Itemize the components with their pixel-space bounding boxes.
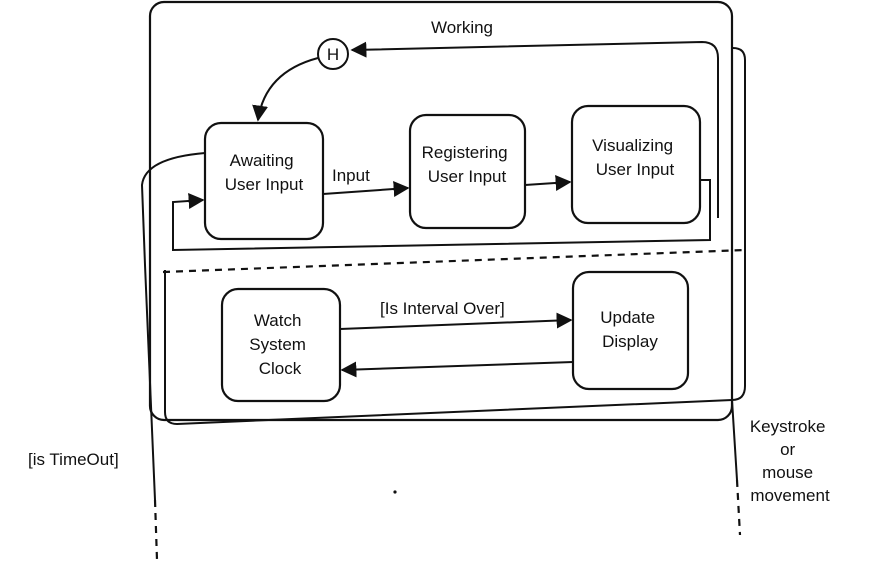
working-label: Working bbox=[431, 18, 493, 37]
update-line-1: Update bbox=[600, 308, 655, 327]
registering-line-1: Registering bbox=[422, 143, 508, 162]
keystroke-dashed-tail bbox=[735, 479, 742, 536]
interval-over-arrow bbox=[339, 312, 573, 330]
timeout-exit-line bbox=[140, 152, 206, 501]
history-marker-label: H bbox=[327, 45, 339, 64]
registering-to-visualizing-arrow bbox=[524, 174, 572, 191]
region-separator bbox=[162, 248, 746, 274]
visualizing-line-1: Visualizing bbox=[592, 136, 673, 155]
state-watch-system-clock bbox=[220, 287, 342, 403]
update-line-2: Display bbox=[602, 332, 658, 351]
state-awaiting-user-input bbox=[203, 121, 325, 241]
inner-frame bbox=[164, 47, 746, 426]
watch-line-1: Watch bbox=[254, 311, 302, 330]
state-update-display-label: Update Display bbox=[600, 308, 660, 351]
keystroke-line-4: movement bbox=[750, 486, 830, 505]
state-watch-clock-label: Watch System Clock bbox=[249, 311, 310, 378]
keystroke-label: Keystroke or mouse movement bbox=[750, 417, 830, 505]
state-update-display bbox=[571, 270, 690, 391]
watch-line-3: Clock bbox=[259, 359, 302, 378]
timeout-label: [is TimeOut] bbox=[28, 450, 119, 469]
interval-over-label: [Is Interval Over] bbox=[380, 299, 505, 318]
visualizing-to-awaiting-loop bbox=[172, 179, 711, 252]
state-awaiting-label: Awaiting User Input bbox=[225, 151, 304, 194]
history-to-awaiting-arrow bbox=[252, 57, 319, 122]
working-composite-state bbox=[148, 0, 734, 422]
keystroke-entry-line bbox=[731, 399, 738, 481]
watch-line-2: System bbox=[249, 335, 306, 354]
keystroke-line-3: mouse bbox=[762, 463, 813, 482]
stray-dot bbox=[393, 490, 397, 494]
awaiting-line-1: Awaiting bbox=[230, 151, 294, 170]
update-to-watch-arrow bbox=[340, 361, 574, 378]
state-visualizing-user-input bbox=[570, 104, 702, 225]
visualizing-line-2: User Input bbox=[596, 160, 675, 179]
registering-line-2: User Input bbox=[428, 167, 507, 186]
state-visualizing-label: Visualizing User Input bbox=[592, 136, 678, 179]
state-registering-user-input bbox=[408, 113, 527, 230]
awaiting-line-2: User Input bbox=[225, 175, 304, 194]
keystroke-line-1: Keystroke bbox=[750, 417, 826, 436]
history-state bbox=[317, 38, 349, 70]
input-transition-label: Input bbox=[332, 166, 370, 185]
input-transition-arrow bbox=[322, 181, 410, 197]
return-to-history-arrow bbox=[350, 40, 719, 218]
state-registering-label: Registering User Input bbox=[422, 143, 513, 186]
timeout-dashed-tail bbox=[153, 499, 159, 561]
keystroke-line-2: or bbox=[780, 440, 795, 459]
